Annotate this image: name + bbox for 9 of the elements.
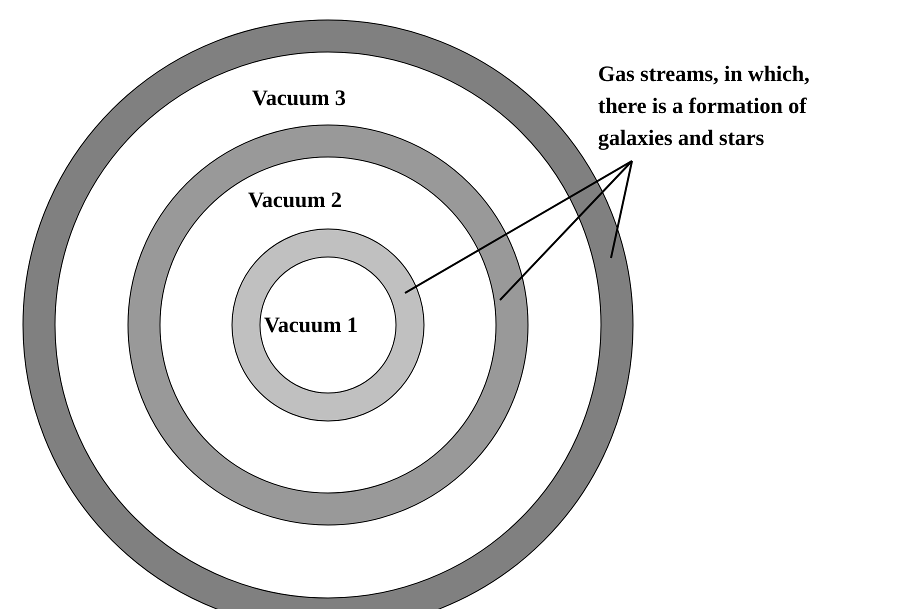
leader-line	[610, 160, 633, 258]
region-label: Vacuum 2	[248, 186, 342, 214]
callout-text: Gas streams, in which, there is a formation of galaxies and stars	[598, 58, 860, 162]
leader-line	[499, 160, 633, 301]
ring	[232, 229, 424, 421]
region-label: Vacuum 1	[264, 311, 358, 339]
region-label: Vacuum 3	[252, 84, 346, 112]
ring	[128, 125, 528, 525]
leader-line	[404, 160, 632, 294]
